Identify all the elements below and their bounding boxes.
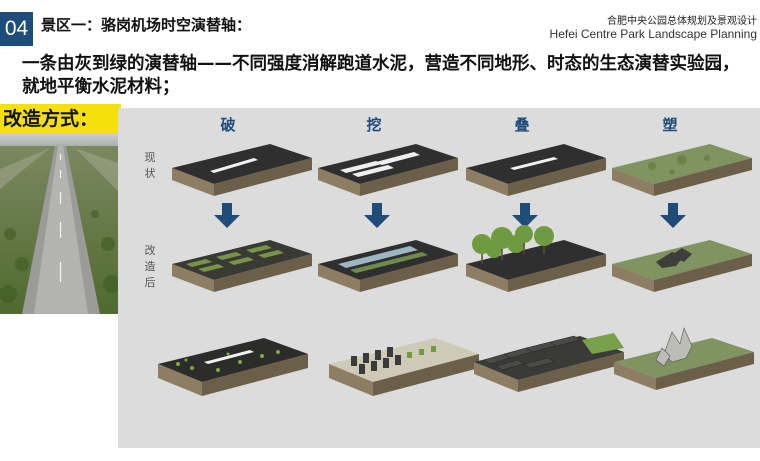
column-header-shape: 塑	[662, 116, 678, 134]
row-label-after: 改造后	[144, 244, 156, 289]
process-block-break	[158, 338, 308, 408]
column-header-stack: 叠	[514, 116, 530, 134]
after-block-dig	[318, 240, 458, 304]
brand-english: Hefei Centre Park Landscape Planning	[549, 26, 757, 41]
brand-chinese: 合肥中央公园总体规划及景观设计	[607, 16, 757, 27]
row-label-current: 现状	[144, 151, 156, 180]
down-arrow-icon	[508, 203, 542, 229]
process-block-dig	[329, 338, 479, 408]
section-number-badge: 04	[0, 12, 33, 46]
down-arrow-icon	[360, 203, 394, 229]
runway-photo	[0, 134, 121, 314]
after-block-stack	[466, 224, 606, 292]
section-title: 景区一：骆岗机场时空演替轴：	[41, 16, 252, 34]
column-header-break: 破	[220, 116, 236, 134]
process-block-stack	[474, 332, 624, 402]
current-block-shape	[612, 144, 752, 208]
current-block-break	[172, 144, 312, 208]
column-header-dig: 挖	[366, 116, 382, 134]
current-block-dig	[318, 144, 458, 208]
process-block-shape	[614, 324, 754, 402]
after-block-shape	[612, 240, 752, 304]
headline: 一条由灰到绿的演替轴——不同强度消解跑道水泥，营造不同地形、时态的生态演替实验园…	[22, 54, 740, 97]
current-block-stack	[466, 144, 606, 208]
down-arrow-icon	[210, 203, 244, 229]
method-label: 改造方式：	[0, 104, 121, 134]
brand-block: 合肥中央公园总体规划及景观设计 Hefei Centre Park Landsc…	[549, 16, 757, 41]
down-arrow-icon	[656, 203, 690, 229]
after-block-break	[172, 240, 312, 304]
